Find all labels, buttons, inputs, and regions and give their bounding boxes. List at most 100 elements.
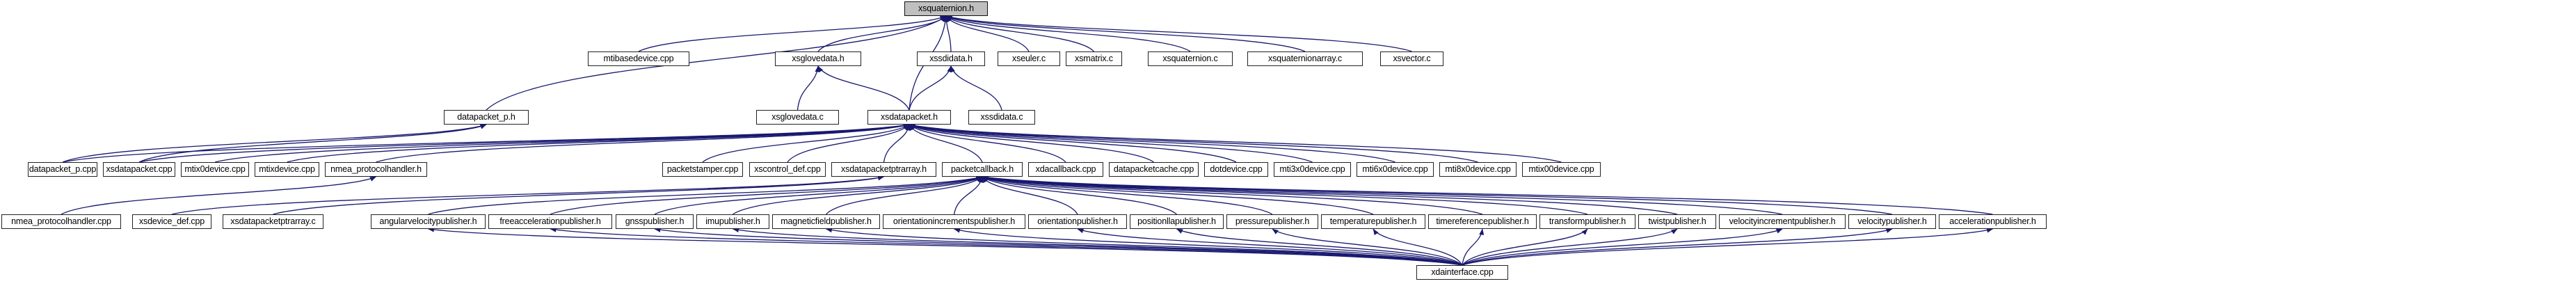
graph-edge (1462, 228, 1993, 266)
graph-edge (1462, 228, 1783, 266)
graph-node-label: xdacallback.cpp (1035, 164, 1096, 174)
graph-node-datapacket-p-h[interactable]: datapacket_p.h (444, 110, 529, 125)
graph-node-label: temperaturepublisher.h (1329, 216, 1417, 226)
graph-node-label: xsdatapacket.h (881, 112, 938, 122)
graph-node-label: mtix0device.cpp (184, 164, 246, 174)
graph-node-label: xsquaternionarray.c (1267, 54, 1342, 63)
graph-node-twistpublisher-h[interactable]: twistpublisher.h (1638, 214, 1716, 229)
graph-node-label: mtibasedevice.cpp (603, 54, 674, 63)
graph-node-label: xscontrol_def.cpp (754, 164, 821, 174)
graph-node-xsquaternion-c[interactable]: xsquaternion.c (1148, 51, 1233, 66)
graph-edge (945, 15, 1191, 52)
graph-node-label: xsquaternion.h (918, 3, 974, 13)
graph-node-label: orientationpublisher.h (1037, 216, 1118, 226)
graph-edge (1176, 228, 1463, 266)
graph-node-xsdatapacketptrarray-h[interactable]: xsdatapacketptrarray.h (831, 162, 936, 177)
graph-node-xdacallback-cpp[interactable]: xdacallback.cpp (1028, 162, 1103, 177)
graph-node-nmea-protocolhandler-cpp[interactable]: nmea_protocolhandler.cpp (1, 214, 121, 229)
graph-node-mti3x0device-cpp[interactable]: mti3x0device.cpp (1274, 162, 1351, 177)
graph-node-label: gnsspublisher.h (625, 216, 685, 226)
graph-node-label: timereferencepublisher.h (1436, 216, 1529, 226)
graph-node-label: mtixdevice.cpp (259, 164, 315, 174)
graph-edge (550, 176, 983, 215)
graph-node-mtixdevice-cpp[interactable]: mtixdevice.cpp (255, 162, 319, 177)
graph-node-angularvelocitypublisher-h[interactable]: angularvelocitypublisher.h (371, 214, 486, 229)
graph-node-xscontrol-def-cpp[interactable]: xscontrol_def.cpp (749, 162, 826, 177)
graph-node-xsdevice-def-cpp[interactable]: xsdevice_def.cpp (132, 214, 211, 229)
graph-node-transformpublisher-h[interactable]: transformpublisher.h (1539, 214, 1635, 229)
graph-node-label: xsvector.c (1393, 54, 1431, 63)
graph-node-label: xsdevice_def.cpp (138, 216, 205, 226)
graph-edge (945, 15, 1094, 52)
graph-node-mti8x0device-cpp[interactable]: mti8x0device.cpp (1439, 162, 1517, 177)
graph-node-gnsspublisher-h[interactable]: gnsspublisher.h (616, 214, 694, 229)
graph-node-label: xssdidata.h (929, 54, 973, 63)
graph-node-xdainterface-cpp[interactable]: xdainterface.cpp (1416, 265, 1508, 280)
graph-edge (982, 175, 1588, 215)
graph-node-orientationincrementspublisher-h[interactable]: orientationincrementspublisher.h (883, 214, 1025, 229)
graph-node-datapacket-p-cpp[interactable]: datapacket_p.cpp (28, 162, 97, 177)
graph-edge (273, 175, 884, 215)
graph-node-orientationpublisher-h[interactable]: orientationpublisher.h (1028, 214, 1127, 229)
graph-node-label: pressurepublisher.h (1235, 216, 1310, 226)
graph-node-xsglovedata-c[interactable]: xsglovedata.c (756, 110, 839, 125)
graph-node-mtix0device-cpp[interactable]: mtix0device.cpp (181, 162, 249, 177)
graph-node-xssdidata-h[interactable]: xssdidata.h (917, 51, 985, 66)
graph-node-label: orientationincrementspublisher.h (893, 216, 1016, 226)
graph-edge (909, 123, 1395, 163)
graph-node-label: xsdatapacket.cpp (106, 164, 173, 174)
graph-node-label: xsglovedata.h (792, 54, 845, 63)
graph-node-xsvector-c[interactable]: xsvector.c (1380, 51, 1443, 66)
graph-node-label: nmea_protocolhandler.cpp (11, 216, 111, 226)
graph-node-packetstamper-cpp[interactable]: packetstamper.cpp (662, 162, 743, 177)
graph-node-velocityincrementpublisher-h[interactable]: velocityincrementpublisher.h (1719, 214, 1846, 229)
graph-node-positionllapublisher-h[interactable]: positionllapublisher.h (1130, 214, 1224, 229)
graph-edge (945, 15, 1306, 52)
graph-node-accelerationpublisher-h[interactable]: accelerationpublisher.h (1939, 214, 2047, 229)
graph-node-velocitypublisher-h[interactable]: velocitypublisher.h (1848, 214, 1936, 229)
graph-node-label: xdainterface.cpp (1431, 267, 1494, 277)
graph-node-xsdatapacketptrarray-c[interactable]: xsdatapacketptrarray.c (223, 214, 323, 229)
graph-node-label: magneticfieldpublisher.h (781, 216, 872, 226)
graph-edge (909, 123, 1562, 163)
graph-node-xsmatrix-c[interactable]: xsmatrix.c (1066, 51, 1122, 66)
graph-node-nmea-protocolhandler-h[interactable]: nmea_protocolhandler.h (325, 162, 427, 177)
graph-node-label: xsquaternion.c (1162, 54, 1218, 63)
graph-node-xssdidata-c[interactable]: xssdidata.c (968, 110, 1035, 125)
graph-node-xsquaternionarray-c[interactable]: xsquaternionarray.c (1247, 51, 1363, 66)
graph-node-xseuler-c[interactable]: xseuler.c (998, 51, 1060, 66)
graph-node-mtix00device-cpp[interactable]: mtix00device.cpp (1522, 162, 1601, 177)
graph-node-temperaturepublisher-h[interactable]: temperaturepublisher.h (1321, 214, 1425, 229)
graph-node-label: accelerationpublisher.h (1949, 216, 2036, 226)
graph-edge (214, 123, 910, 163)
graph-node-timereferencepublisher-h[interactable]: timereferencepublisher.h (1428, 214, 1537, 229)
graph-edge (733, 228, 1463, 266)
graph-node-xsglovedata-h[interactable]: xsglovedata.h (775, 51, 861, 66)
graph-edge (550, 227, 1463, 266)
graph-node-label: angularvelocitypublisher.h (379, 216, 477, 226)
graph-edge (909, 123, 1478, 163)
graph-node-datapacketcache-cpp[interactable]: datapacketcache.cpp (1109, 162, 1199, 177)
graph-node-freeaccelerationpublisher-h[interactable]: freeaccelerationpublisher.h (488, 214, 612, 229)
graph-edge (376, 123, 910, 163)
graph-node-mti6x0device-cpp[interactable]: mti6x0device.cpp (1357, 162, 1434, 177)
graph-edge (797, 65, 820, 111)
graph-edge (171, 175, 884, 215)
graph-edge (909, 124, 1154, 163)
graph-node-xsdatapacket-cpp[interactable]: xsdatapacket.cpp (103, 162, 175, 177)
graph-node-imupublisher-h[interactable]: imupublisher.h (696, 214, 769, 229)
graph-edge (702, 124, 910, 163)
graph-node-xsdatapacket-h[interactable]: xsdatapacket.h (867, 110, 951, 125)
graph-node-label: xsmatrix.c (1075, 54, 1113, 63)
graph-node-packetcallback-h[interactable]: packetcallback.h (942, 162, 1023, 177)
graph-edge (638, 15, 947, 52)
graph-edge (287, 123, 910, 163)
graph-node-dotdevice-cpp[interactable]: dotdevice.cpp (1204, 162, 1268, 177)
graph-node-label: mti3x0device.cpp (1279, 164, 1345, 174)
graph-node-magneticfieldpublisher-h[interactable]: magneticfieldpublisher.h (772, 214, 880, 229)
graph-node-mtibasedevice-cpp[interactable]: mtibasedevice.cpp (588, 51, 689, 66)
graph-edge (1462, 228, 1485, 266)
graph-node-xsquaternion-h[interactable]: xsquaternion.h (904, 1, 988, 16)
graph-node-label: dotdevice.cpp (1210, 164, 1263, 174)
graph-node-pressurepublisher-h[interactable]: pressurepublisher.h (1226, 214, 1318, 229)
